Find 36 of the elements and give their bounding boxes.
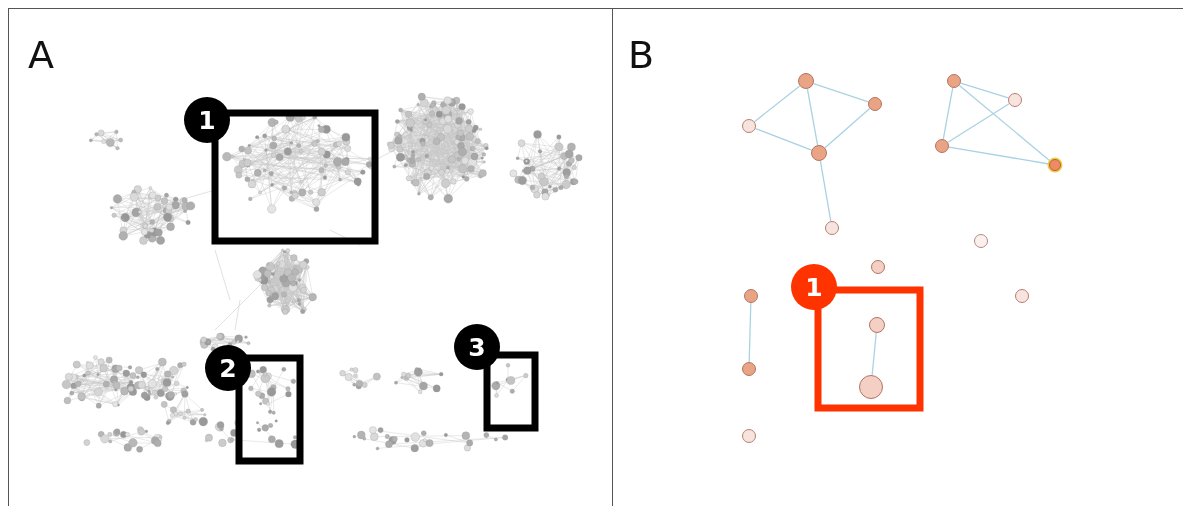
graph-node (869, 317, 885, 333)
graph-edge (871, 332, 877, 376)
callout-number: 1 (184, 97, 230, 143)
graph-node (744, 289, 758, 303)
graph-edge (824, 107, 871, 149)
graph-edge (753, 85, 801, 123)
callout-number: 3 (454, 324, 500, 370)
graph-node (947, 74, 961, 88)
graph-node (868, 97, 882, 111)
callout-number: 2 (205, 345, 251, 391)
graph-edge (819, 160, 832, 222)
graph-node (811, 145, 827, 161)
graph-node (1049, 159, 1061, 171)
panel-letter: B (628, 36, 655, 74)
graph-edge (812, 82, 869, 103)
graph-node (742, 429, 756, 443)
graph-node (825, 221, 839, 235)
graph-edge (948, 146, 1050, 165)
graph-node (859, 375, 883, 399)
graph-edge (942, 87, 954, 140)
callout-number: 1 (791, 264, 837, 310)
graph-node (742, 362, 756, 376)
panel-letter: A (28, 36, 54, 74)
graph-edge (748, 302, 752, 363)
graph-node (1015, 289, 1029, 303)
graph-node (871, 260, 885, 274)
graph-node (798, 73, 814, 89)
graph-edge (806, 88, 819, 146)
graph-node (742, 119, 756, 133)
graph-edge (960, 82, 1009, 99)
graph-node (1008, 93, 1022, 107)
graph-node (935, 139, 949, 153)
graph-edge (958, 84, 1052, 162)
graph-edge (754, 127, 813, 151)
graph-node (974, 234, 988, 248)
graph-edge (947, 103, 1010, 143)
